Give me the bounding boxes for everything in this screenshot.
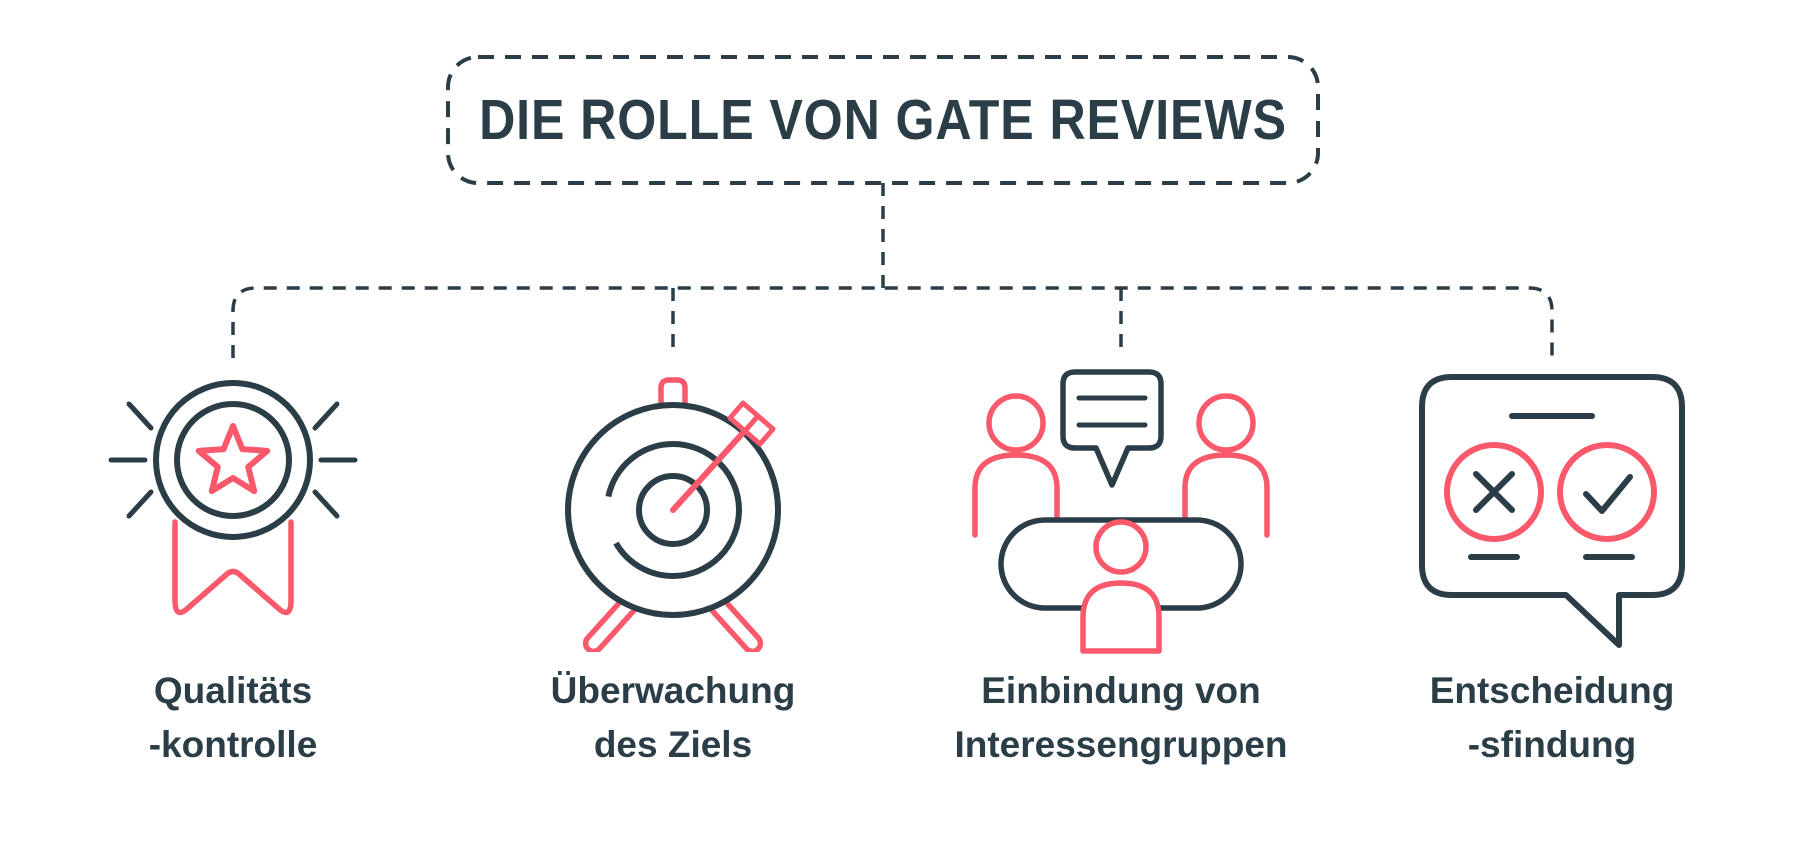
- label-line: Entscheidung: [1429, 670, 1675, 711]
- label-line: -kontrolle: [148, 723, 318, 765]
- target-dart-icon: [565, 377, 781, 652]
- label-goal-monitoring: Überwachung des Ziels: [453, 664, 893, 771]
- title-banner: DIE ROLLE VON GATE REVIEWS: [448, 57, 1318, 183]
- stakeholder-meeting-icon: [972, 369, 1270, 654]
- label-decision-making: Entscheidung -sfindung: [1332, 664, 1772, 771]
- page-title: DIE ROLLE VON GATE REVIEWS: [479, 88, 1287, 152]
- label-line: Einbindung von: [981, 670, 1261, 711]
- label-line: Qualitäts: [153, 670, 313, 711]
- label-quality-control: Qualitäts -kontrolle: [13, 664, 453, 771]
- branch-connector: [231, 286, 1554, 358]
- cross-icon: [1473, 471, 1515, 513]
- decision-checkmark-icon: [1419, 374, 1685, 648]
- label-line: des Ziels: [593, 723, 753, 765]
- check-icon: [1583, 474, 1633, 514]
- label-line: -sfindung: [1467, 723, 1637, 765]
- title-dashed-border: [446, 55, 1320, 185]
- label-line: Interessengruppen: [954, 723, 1288, 765]
- label-stakeholder-engagement: Einbindung von Interessengruppen: [901, 664, 1341, 771]
- award-medal-icon: [108, 380, 358, 616]
- label-line: Überwachung: [550, 670, 796, 711]
